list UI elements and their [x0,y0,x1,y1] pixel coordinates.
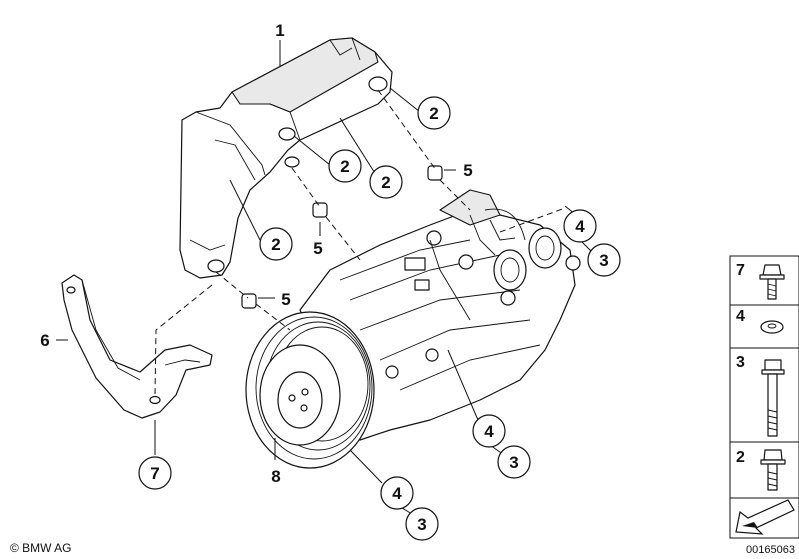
direction-arrow-icon [729,497,799,539]
svg-text:8: 8 [271,467,280,486]
svg-text:4: 4 [484,422,494,441]
callout-4b: 4 [472,414,506,448]
callout-2c: 2 [369,165,403,199]
long-bolt-icon [761,359,785,437]
svg-text:6: 6 [40,331,49,350]
callout-5c: 5 [281,290,290,309]
document-number: 00165063 [746,544,795,556]
svg-text:2: 2 [736,449,745,466]
callout-4c: 4 [380,476,414,510]
callout-4a: 4 [563,209,597,243]
legend-item-2: 2 [736,449,786,491]
svg-text:3: 3 [599,251,608,270]
callout-6: 6 [40,331,49,350]
callout-7: 7 [138,456,172,490]
svg-text:3: 3 [736,354,745,371]
svg-text:4: 4 [575,217,585,236]
legend-item-7: 7 [736,262,785,300]
callout-8: 8 [271,467,280,486]
lower-bracket [61,274,213,419]
callout-2a: 2 [417,96,451,130]
svg-text:2: 2 [381,173,390,192]
svg-text:2: 2 [429,104,438,123]
svg-text:5: 5 [281,290,290,309]
callout-3c: 3 [405,507,439,541]
svg-text:3: 3 [509,453,518,472]
callout-5b: 5 [313,239,322,258]
short-bolt-icon [760,449,786,491]
callout-3b: 3 [497,445,531,479]
svg-text:5: 5 [463,161,472,180]
hex-bolt-icon [759,264,785,300]
callout-3a: 3 [587,243,621,277]
callout-2b: 2 [328,149,362,183]
svg-text:2: 2 [340,157,349,176]
svg-text:2: 2 [271,235,280,254]
callout-1: 1 [275,21,284,40]
parts-legend: 7 4 3 [729,255,799,539]
svg-text:4: 4 [392,484,402,503]
svg-text:7: 7 [150,464,159,483]
legend-item-3: 3 [736,354,785,437]
washer-icon [760,320,784,334]
svg-text:4: 4 [736,308,745,325]
assembly-lines [154,89,566,396]
leader-lines [56,40,593,515]
sleeve-upper [427,165,443,181]
copyright-text: © BMW AG [10,541,72,555]
svg-text:7: 7 [736,262,745,279]
svg-text:5: 5 [313,239,322,258]
legend-item-4: 4 [736,308,784,334]
pulley [245,311,375,469]
svg-text:3: 3 [417,515,426,534]
mounting-bracket [179,37,393,279]
sleeve-middle [312,202,328,218]
sleeve-lower [241,293,257,309]
callout-2d: 2 [259,227,293,261]
svg-text:1: 1 [275,21,284,40]
callout-5a: 5 [463,161,472,180]
